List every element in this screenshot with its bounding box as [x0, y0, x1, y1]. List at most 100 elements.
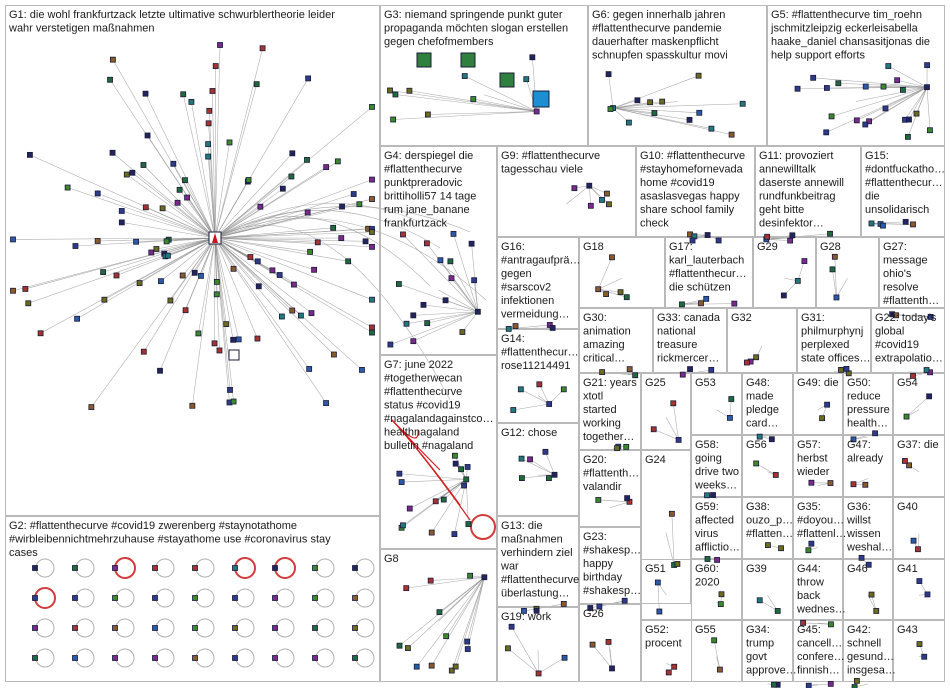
group-label-line: annewilltalk	[759, 164, 816, 176]
graph-node	[291, 281, 297, 288]
group-label-g51: G51	[645, 563, 666, 575]
graph-node	[704, 556, 711, 562]
graph-node	[308, 310, 315, 316]
graph-node	[927, 314, 934, 320]
avatar-node	[460, 52, 476, 68]
group-label-line: #dontfuckatho…	[865, 164, 945, 176]
group-label-line: #doyou…	[797, 515, 844, 527]
self-loop	[195, 588, 215, 608]
graph-edge	[214, 153, 293, 239]
group-label-line: #flattenthecur…	[865, 177, 943, 189]
graph-node	[213, 278, 220, 285]
graph-node	[704, 492, 710, 499]
graph-node	[314, 239, 321, 246]
graph-edge	[423, 304, 478, 313]
graph-edge	[145, 93, 216, 239]
graph-node	[94, 190, 101, 197]
graph-node	[647, 99, 654, 106]
graph-edge	[214, 188, 284, 239]
graph-node	[247, 254, 254, 260]
graph-edge	[214, 203, 360, 239]
self-loop	[75, 648, 95, 668]
group-box-layer	[5, 5, 945, 682]
group-label-g20: G20:#flattenth…valandir	[583, 454, 639, 493]
group-box-g26	[579, 604, 641, 682]
group-label-line: G29	[757, 241, 778, 253]
graph-node	[403, 320, 410, 327]
group-label-g52: G52:procent	[645, 624, 682, 650]
group-label-line: G31:	[801, 312, 825, 324]
graph-edge	[406, 311, 478, 325]
group-box-g53	[691, 373, 742, 435]
graph-node	[398, 479, 405, 485]
graph-edge	[831, 86, 928, 117]
self-loop	[115, 648, 135, 668]
graph-node	[868, 591, 875, 598]
graph-node	[387, 341, 394, 348]
group-label-g60: G60:2020	[695, 563, 719, 589]
group-box-g56	[742, 435, 793, 497]
graph-node	[764, 233, 771, 240]
graph-node	[192, 655, 198, 661]
group-label-g49: G49: die	[797, 377, 839, 389]
graph-node	[626, 366, 633, 373]
graph-edge	[808, 683, 831, 686]
graph-node	[862, 83, 869, 90]
group-label-line: #flattenthecur…	[501, 347, 579, 359]
group-label-line: #nagalandagainstco…	[384, 413, 493, 425]
graph-node	[536, 381, 543, 388]
graph-node	[27, 151, 33, 158]
graph-edge	[520, 389, 550, 405]
self-loop	[235, 648, 255, 668]
graph-edge	[214, 217, 487, 301]
graph-node	[140, 162, 147, 168]
graph-node	[109, 56, 116, 63]
graph-node	[808, 479, 815, 486]
group-box-g11	[755, 146, 861, 237]
graph-node	[926, 393, 933, 400]
group-label-line: G32	[731, 312, 752, 324]
graph-node	[794, 85, 801, 92]
group-label-line: cases	[9, 547, 38, 559]
group-box-g58	[691, 435, 742, 497]
group-label-line: finnish…	[797, 665, 840, 677]
group-label-line: drive two	[695, 466, 739, 478]
graph-node	[259, 45, 266, 52]
graph-node	[900, 87, 906, 93]
graph-node	[369, 176, 375, 183]
graph-node	[789, 232, 796, 239]
group-label-line: G27:	[883, 241, 907, 253]
group-label-g39: G39	[746, 563, 767, 575]
graph-node	[405, 645, 411, 652]
graph-node	[420, 301, 427, 308]
graph-edge	[598, 288, 621, 293]
graph-node	[924, 62, 930, 69]
group-label-g14: G14:#flattenthecur…rose11214491	[501, 333, 579, 372]
group-label-line: #flattenthecurve	[384, 386, 462, 398]
graph-node	[533, 108, 540, 115]
group-label-line: reduce	[847, 391, 881, 403]
group-label-line: G22: today's	[875, 312, 937, 324]
graph-node	[717, 666, 723, 673]
graph-node	[144, 132, 151, 139]
self-loop	[355, 618, 375, 638]
graph-node	[794, 277, 801, 284]
graph-edge	[29, 154, 216, 239]
graph-node	[625, 119, 632, 126]
group-box-g6	[588, 5, 767, 146]
graph-edge	[12, 237, 216, 292]
graph-node	[452, 452, 458, 459]
graph-node	[609, 254, 615, 261]
graph-edge	[97, 193, 216, 239]
graph-node	[213, 291, 220, 298]
group-label-line: #wirbleibennichtmehrzuhause #stayathome …	[9, 534, 331, 546]
graph-node	[37, 330, 44, 337]
graph-node	[253, 81, 260, 88]
graph-edge	[589, 185, 608, 194]
graph-node	[560, 601, 567, 607]
graph-node	[390, 116, 397, 123]
group-label-line: state offices…	[801, 353, 871, 365]
graph-node	[674, 561, 681, 567]
self-loop	[275, 618, 295, 638]
